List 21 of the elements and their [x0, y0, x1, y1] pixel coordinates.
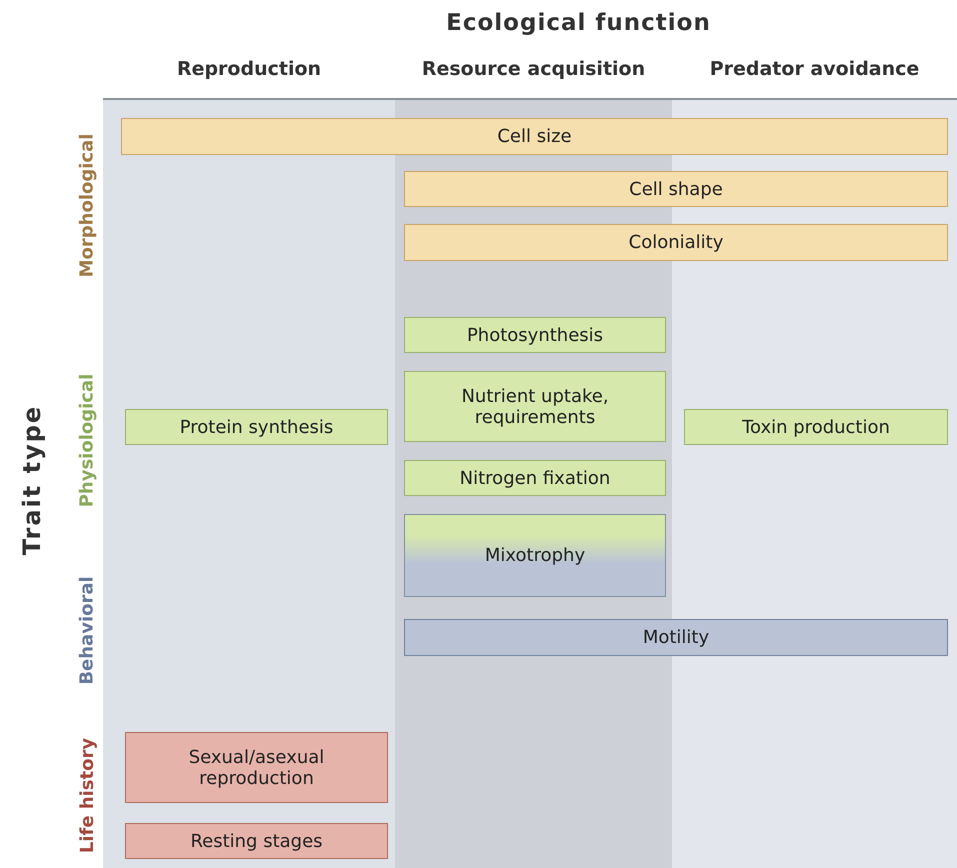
trait-box: Cell shape — [404, 171, 948, 207]
diagram-title: Ecological function — [445, 10, 712, 36]
row-label: Behavioral — [76, 576, 98, 684]
trait-box: Toxin production — [684, 409, 948, 445]
column-heading: Predator avoidance — [708, 58, 920, 80]
trait-box: Mixotrophy — [404, 514, 666, 597]
trait-box: Sexual/asexual reproduction — [125, 732, 388, 803]
trait-box: Protein synthesis — [125, 409, 388, 445]
trait-box: Nutrient uptake, requirements — [404, 371, 666, 442]
trait-box: Resting stages — [125, 823, 388, 859]
trait-box: Cell size — [121, 118, 948, 155]
row-label: Life history — [76, 737, 98, 853]
trait-box: Motility — [404, 619, 948, 656]
column-heading: Reproduction — [176, 58, 322, 80]
row-label: Physiological — [76, 373, 98, 507]
row-label: Morphological — [76, 133, 98, 277]
trait-box: Coloniality — [404, 224, 948, 261]
column-heading: Resource acquisition — [420, 58, 646, 80]
trait-box: Photosynthesis — [404, 317, 666, 353]
trait-box: Nitrogen fixation — [404, 460, 666, 496]
axis-title: Trait type — [18, 404, 46, 556]
